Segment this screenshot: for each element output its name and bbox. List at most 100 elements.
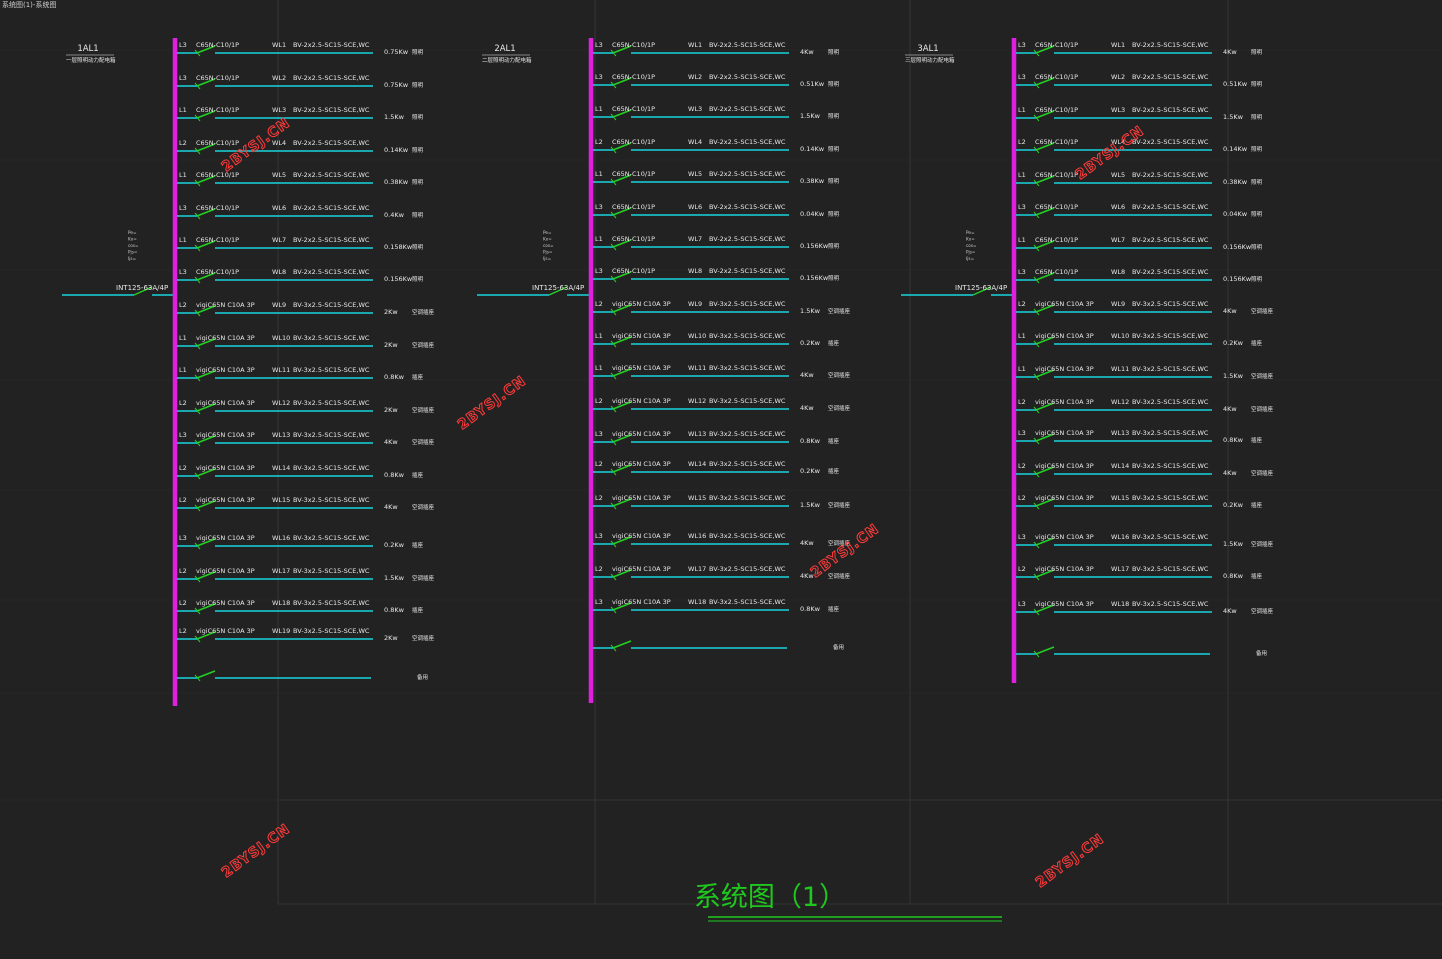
circuit-load: 4Kw (384, 438, 398, 446)
circuit-breaker: C65N-C10/1P (196, 139, 239, 147)
breaker-cross (1033, 541, 1040, 549)
circuit-phase: L1 (179, 334, 187, 342)
circuit-breaker: vigiC65N C10A 3P (1035, 365, 1094, 373)
circuit-cable: BV-2x2.5-SC15-SCE,WC (1132, 106, 1209, 114)
circuit-use: 照明 (412, 49, 424, 56)
circuit-cable: BV-3x2.5-SC15-SCE,WC (1132, 300, 1209, 308)
circuit-phase: L3 (1018, 600, 1026, 608)
circuit-load: 0.38Kw (384, 178, 409, 186)
circuit-phase: L1 (179, 106, 187, 114)
background-grid (277, 0, 1442, 905)
circuit-id: WL13 (1111, 429, 1129, 437)
circuit-breaker: vigiC65N C10A 3P (196, 464, 255, 472)
circuit-phase: L3 (595, 73, 603, 81)
circuit-use: 照明 (412, 276, 424, 283)
circuit-id: WL17 (688, 565, 706, 573)
circuit-cable: BV-3x2.5-SC15-SCE,WC (293, 431, 370, 439)
breaker-cross (610, 468, 617, 476)
circuit-use: 照明 (1251, 244, 1263, 251)
circuit-use: 照明 (828, 211, 840, 218)
circuit-phase: L3 (595, 598, 603, 606)
circuit-use: 空调插座 (828, 371, 851, 379)
circuit-id: WL17 (1111, 565, 1129, 573)
circuit-id: WL14 (1111, 462, 1129, 470)
breaker-switch (196, 500, 216, 509)
circuit-phase: L1 (595, 170, 603, 178)
breaker-switch (196, 670, 216, 679)
circuit-load: 4Kw (800, 48, 814, 56)
watermark: 2BYSJ.CN (1033, 831, 1107, 891)
load-note: Kx= (966, 237, 975, 242)
circuit-breaker: vigiC65N C10A 3P (196, 496, 255, 504)
circuit-id: WL8 (1111, 268, 1125, 276)
circuit-load: 2Kw (384, 341, 398, 349)
circuit-use: 空调插座 (1251, 469, 1274, 477)
breaker-cross (194, 179, 201, 187)
circuit-load: 0.14Kw (1223, 145, 1248, 153)
circuit-use: 插座 (828, 437, 840, 445)
circuit-id: WL16 (688, 532, 706, 540)
circuit-use: 照明 (1251, 211, 1263, 218)
circuit-phase: L2 (595, 138, 603, 146)
circuit-phase: L2 (1018, 300, 1026, 308)
breaker-switch (612, 464, 632, 473)
circuit-load: 4Kw (800, 572, 814, 580)
circuit-load: 4Kw (800, 404, 814, 412)
circuit-cable: BV-2x2.5-SC15-SCE,WC (709, 235, 786, 243)
circuit-cable: BV-3x2.5-SC15-SCE,WC (293, 366, 370, 374)
breaker-cross (610, 113, 617, 121)
load-note: Pjs= (128, 250, 138, 255)
circuit-use: 空调插座 (1251, 405, 1274, 413)
breaker-switch (1035, 175, 1055, 184)
panel-name: 1AL1 (77, 44, 98, 54)
circuit-cable: BV-3x2.5-SC15-SCE,WC (293, 599, 370, 607)
circuit-cable: BV-3x2.5-SC15-SCE,WC (709, 332, 786, 340)
circuit-cable: BV-2x2.5-SC15-SCE,WC (1132, 203, 1209, 211)
circuit-id: WL5 (688, 170, 702, 178)
panel-1al1: 1AL1一层照明动力配电箱INT125-63A/4PPe=Kx=cos=Pjs=… (62, 38, 435, 706)
breaker-switch (1035, 45, 1055, 54)
circuit-load: 0.14Kw (800, 145, 825, 153)
circuit-breaker: C65N-C10/1P (196, 268, 239, 276)
breaker-switch (196, 435, 216, 444)
circuit-id: WL10 (272, 334, 290, 342)
breaker-switch (1035, 537, 1055, 546)
watermark: 2BYSJ.CN (455, 373, 529, 433)
circuit-phase: L2 (595, 494, 603, 502)
breaker-cross (194, 147, 201, 155)
breaker-switch (612, 569, 632, 578)
circuit-breaker: vigiC65N C10A 3P (612, 532, 671, 540)
circuit-use: 插座 (412, 373, 424, 381)
circuit-phase: L2 (179, 139, 187, 147)
circuit-cable: BV-2x2.5-SC15-SCE,WC (1132, 73, 1209, 81)
circuit-use: 照明 (412, 82, 424, 89)
circuit-phase: L3 (595, 203, 603, 211)
breaker-cross (194, 607, 201, 615)
breaker-cross (610, 606, 617, 614)
circuit-row: 备用 (177, 670, 428, 682)
circuit-use: 插座 (412, 541, 424, 549)
circuit-id: WL13 (688, 430, 706, 438)
circuit-breaker: C65N-C10/1P (1035, 41, 1078, 49)
circuit-load: 2Kw (384, 308, 398, 316)
circuit-breaker: vigiC65N C10A 3P (1035, 565, 1094, 573)
circuit-breaker: vigiC65N C10A 3P (612, 397, 671, 405)
circuit-cable: BV-2x2.5-SC15-SCE,WC (709, 267, 786, 275)
circuit-breaker: vigiC65N C10A 3P (1035, 332, 1094, 340)
circuit-id: WL2 (1111, 73, 1125, 81)
circuit-phase: L1 (1018, 106, 1026, 114)
breaker-cross (610, 540, 617, 548)
circuit-phase: L2 (179, 627, 187, 635)
load-note: cos= (966, 243, 977, 248)
circuit-use: 插座 (412, 606, 424, 614)
